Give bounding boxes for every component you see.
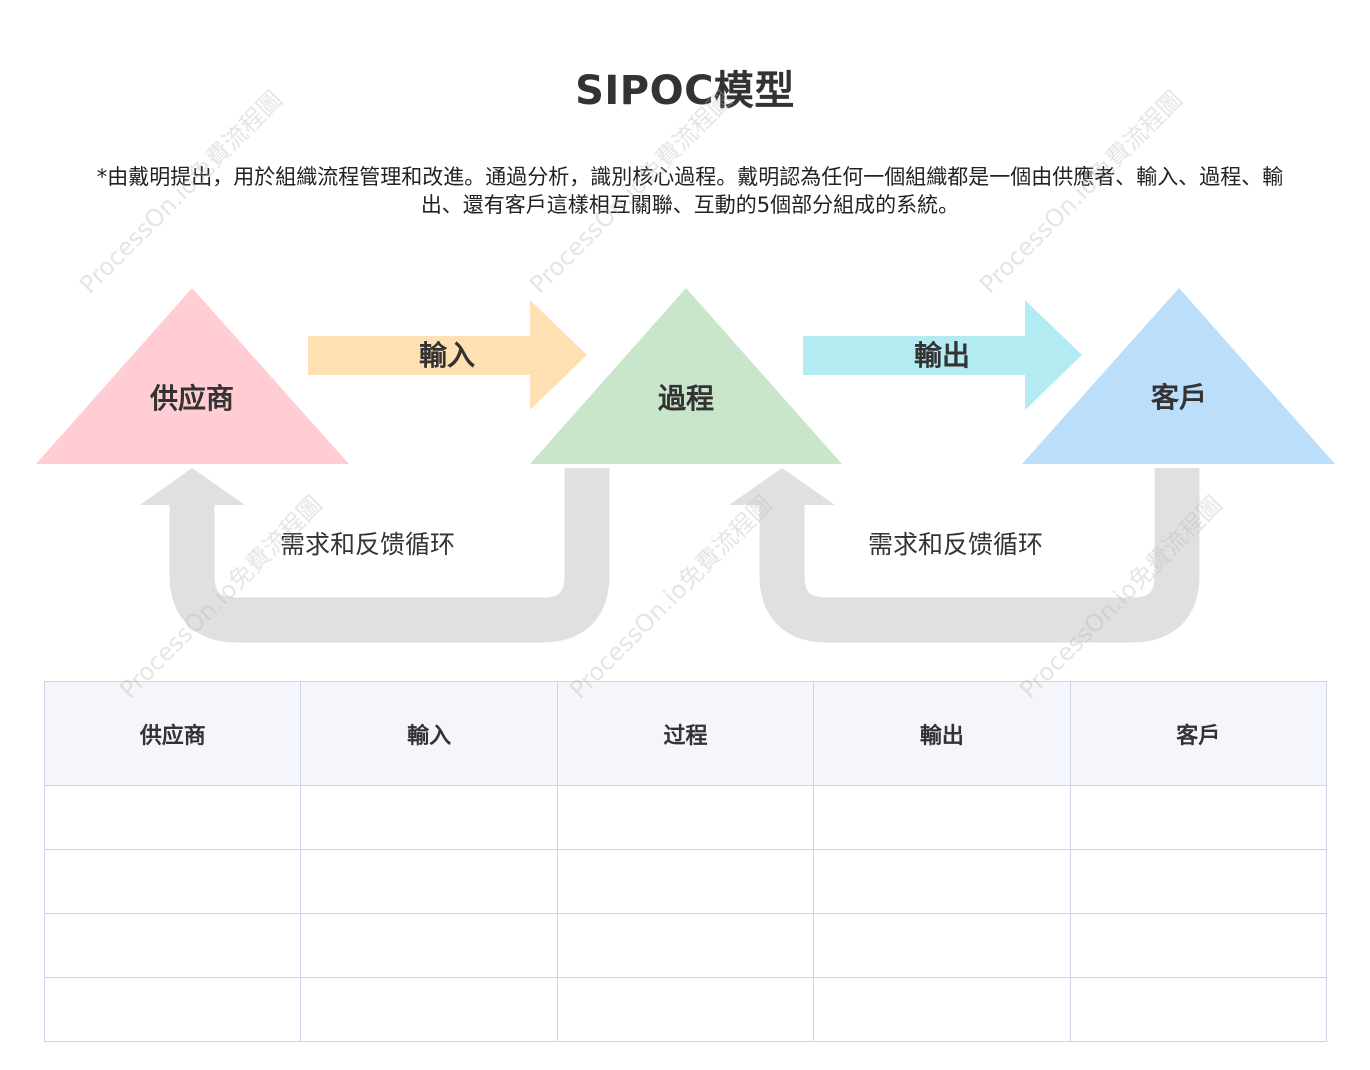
- process-triangle: [530, 288, 842, 464]
- page-title: SIPOC模型: [575, 68, 795, 114]
- output-arrow: [803, 300, 1082, 410]
- table-cell[interactable]: [1069, 785, 1328, 850]
- description-line-2: 出、還有客戶這樣相互關聯、互動的5個部分組成的系統。: [420, 193, 960, 217]
- table-cell[interactable]: [43, 785, 302, 850]
- table-cell[interactable]: [813, 913, 1071, 978]
- table-cell[interactable]: [813, 977, 1071, 1042]
- header-process: 过程: [556, 681, 815, 786]
- feedback-loop-1-band: [169, 468, 610, 643]
- table-cell[interactable]: [43, 849, 302, 914]
- table-cell[interactable]: [556, 913, 815, 978]
- table-row: [43, 913, 1328, 978]
- table-cell[interactable]: [300, 913, 558, 978]
- feedback-loop-2-band: [759, 468, 1200, 643]
- table-cell[interactable]: [300, 785, 558, 850]
- table-cell[interactable]: [1069, 913, 1328, 978]
- table-cell[interactable]: [43, 977, 302, 1042]
- table-cell[interactable]: [813, 849, 1071, 914]
- supplier-label: 供应商: [149, 382, 234, 415]
- supplier-triangle: [36, 288, 349, 464]
- table-row: [43, 785, 1328, 850]
- feedback-loop-2-head: [729, 468, 835, 505]
- table-row: [43, 849, 1328, 914]
- table-cell[interactable]: [813, 785, 1071, 850]
- header-input: 輸入: [300, 681, 558, 786]
- sipoc-table: 供应商 輸入 过程 輸出 客戶: [43, 681, 1328, 1042]
- table-cell[interactable]: [556, 977, 815, 1042]
- table-header-row: 供应商 輸入 过程 輸出 客戶: [43, 681, 1328, 786]
- header-supplier: 供应商: [43, 681, 302, 786]
- customer-triangle: [1022, 288, 1335, 464]
- description: *由戴明提出，用於組織流程管理和改進。通過分析，識別核心過程。戴明認為任何一個組…: [40, 163, 1340, 219]
- table-cell[interactable]: [1069, 849, 1328, 914]
- table-cell[interactable]: [300, 977, 558, 1042]
- header-customer: 客戶: [1069, 681, 1328, 786]
- feedback-loop-2: [729, 468, 1200, 643]
- sipoc-diagram: [36, 288, 1335, 643]
- input-arrow: [308, 300, 587, 410]
- description-line-1: *由戴明提出，用於組織流程管理和改進。通過分析，識別核心過程。戴明認為任何一個組…: [96, 165, 1284, 189]
- feedback-loop-1: [140, 468, 610, 643]
- table-cell[interactable]: [300, 849, 558, 914]
- feedback-loop-2-label: 需求和反馈循环: [868, 530, 1044, 559]
- table-cell[interactable]: [556, 849, 815, 914]
- table-cell[interactable]: [1069, 977, 1328, 1042]
- table-row: [43, 977, 1328, 1042]
- feedback-loop-1-head: [140, 468, 245, 505]
- header-output: 輸出: [813, 681, 1071, 786]
- customer-label: 客戶: [1150, 381, 1207, 414]
- table-cell[interactable]: [43, 913, 302, 978]
- process-label: 過程: [657, 382, 714, 415]
- feedback-loop-1-label: 需求和反馈循环: [280, 530, 456, 559]
- output-arrow-label: 輸出: [913, 339, 970, 372]
- table-cell[interactable]: [556, 785, 815, 850]
- input-arrow-label: 輸入: [418, 339, 475, 372]
